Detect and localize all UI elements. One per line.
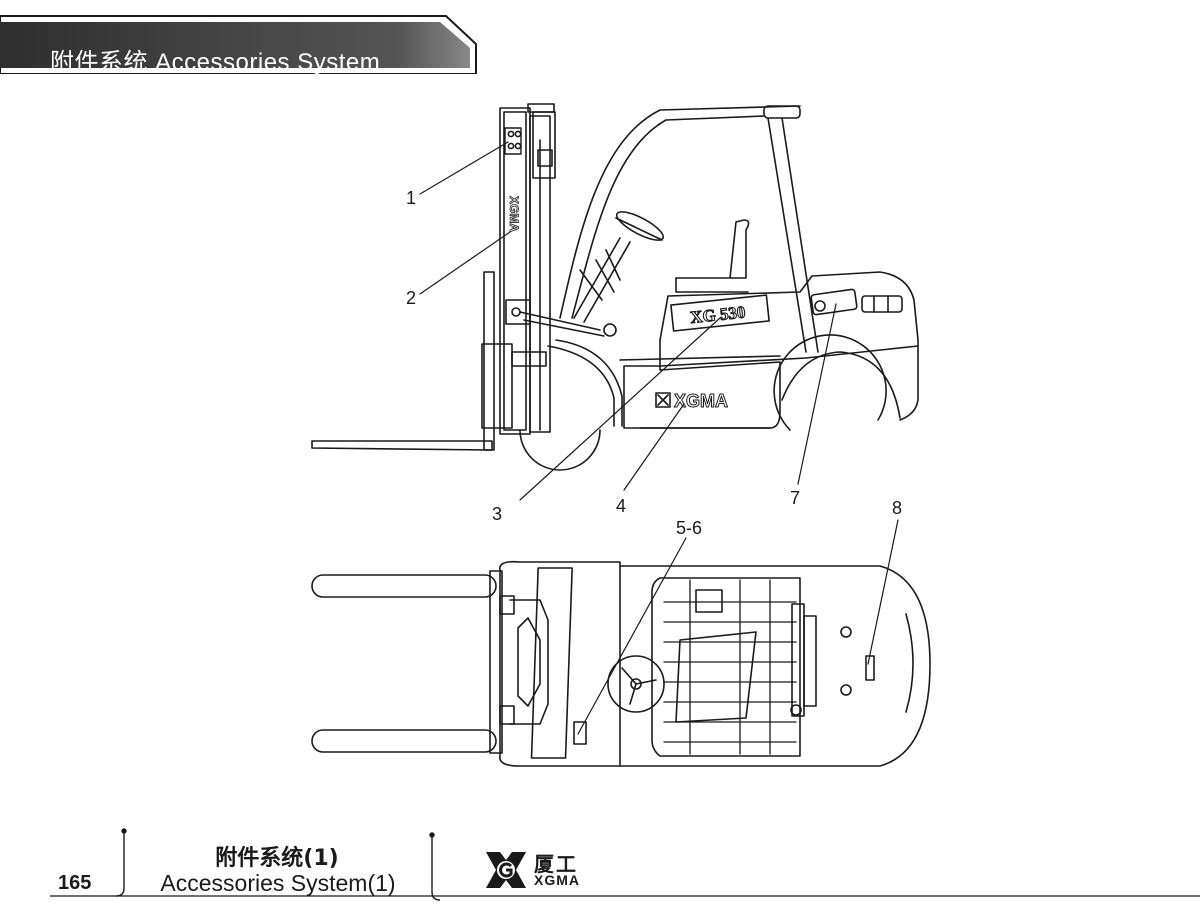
forklift-side-view: XGMA X <box>311 103 919 471</box>
footer-title-en: Accessories System(1) <box>160 870 396 896</box>
mast-brand-text: XGMA <box>507 196 521 232</box>
callout-leaders-top <box>577 519 899 735</box>
callout-3: 3 <box>492 504 503 524</box>
page-footer: 165 附件系统(1) Accessories System(1) 厦工 XGM… <box>0 822 1200 912</box>
callout-1: 1 <box>406 188 417 208</box>
footer-rules <box>50 828 1200 901</box>
callout-leaders-side <box>419 141 837 501</box>
callout-8: 8 <box>892 498 903 518</box>
callout-2: 2 <box>406 288 417 308</box>
footer-title-cn: 附件系统(1) <box>215 846 339 871</box>
forklift-diagram: XGMA X <box>311 103 931 767</box>
logo-text-en: XGMA <box>534 872 580 888</box>
body-brand: XGMA <box>655 391 729 412</box>
header-banner-shape <box>0 15 477 74</box>
xgma-logo: 厦工 XGMA <box>484 848 604 892</box>
header-banner: 附件系统 Accessories System <box>0 12 478 76</box>
page-title: 附件系统 Accessories System <box>50 49 381 76</box>
callout-5-6: 5-6 <box>676 518 703 538</box>
page-number: 165 <box>58 872 92 894</box>
forklift-top-view <box>311 560 931 767</box>
callout-4: 4 <box>616 496 627 516</box>
xgma-logo-icon <box>486 852 526 888</box>
callout-7: 7 <box>790 488 801 508</box>
body-brand-text: XGMA <box>674 391 728 411</box>
logo-text-cn: 厦工 <box>534 852 578 876</box>
